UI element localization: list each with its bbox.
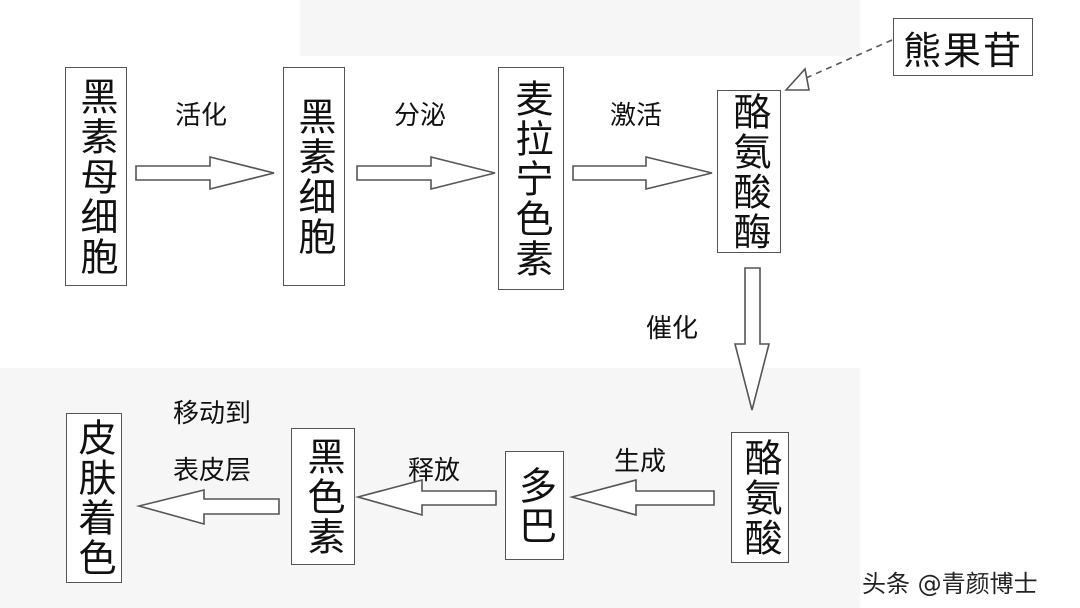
box-arbutin: 熊果苷 bbox=[893, 18, 1033, 76]
label-secrete: 分泌 bbox=[394, 101, 447, 131]
label-move-to-line2: 表皮层 bbox=[173, 456, 252, 486]
box-arbutin-label: 熊果苷 bbox=[902, 28, 1023, 73]
box-tyrosine: 酪氨酸 bbox=[731, 432, 789, 563]
box-tyrosinase-label: 酪氨酸酶 bbox=[727, 91, 771, 252]
arrow-catalyze bbox=[733, 267, 771, 411]
box-melanocyte: 黑素细胞 bbox=[283, 67, 345, 286]
box-melanoblast-label: 黑素母细胞 bbox=[74, 76, 118, 277]
box-melanin: 黑色素 bbox=[291, 428, 355, 565]
background-band-top bbox=[300, 0, 860, 56]
box-skin-pigmentation-label: 皮肤着色 bbox=[72, 418, 116, 578]
box-dopa-label: 多巴 bbox=[512, 465, 557, 546]
watermark-text: 头条 @青颜博士 bbox=[862, 570, 1038, 598]
box-tyrosine-label: 酪氨酸 bbox=[738, 437, 782, 558]
arrow-release bbox=[354, 478, 497, 517]
arrow-activate bbox=[135, 155, 275, 191]
arrow-arbutin-head bbox=[784, 67, 810, 91]
label-stimulate: 激活 bbox=[610, 101, 663, 131]
arrow-stimulate bbox=[572, 155, 713, 191]
background-band-bottom bbox=[0, 368, 860, 608]
box-melanin-precursor-label: 麦拉宁色素 bbox=[509, 78, 553, 279]
box-skin-pigmentation: 皮肤着色 bbox=[66, 413, 122, 583]
label-move-to-line1: 移动到 bbox=[173, 399, 252, 429]
label-release: 释放 bbox=[408, 456, 461, 486]
box-melanin-precursor: 麦拉宁色素 bbox=[498, 67, 564, 290]
box-melanoblast: 黑素母细胞 bbox=[65, 67, 127, 286]
arrow-generate bbox=[568, 478, 715, 517]
label-activate: 活化 bbox=[175, 101, 228, 131]
box-dopa: 多巴 bbox=[505, 451, 564, 560]
label-generate: 生成 bbox=[614, 447, 667, 477]
box-melanin-label: 黑色素 bbox=[301, 436, 345, 557]
arrow-move-to bbox=[135, 488, 280, 526]
label-catalyze: 催化 bbox=[646, 314, 699, 344]
box-melanocyte-label: 黑素细胞 bbox=[292, 96, 336, 257]
arrow-arbutin-inhibit bbox=[805, 39, 893, 79]
box-tyrosinase: 酪氨酸酶 bbox=[717, 90, 781, 253]
arrow-secrete bbox=[356, 155, 496, 191]
